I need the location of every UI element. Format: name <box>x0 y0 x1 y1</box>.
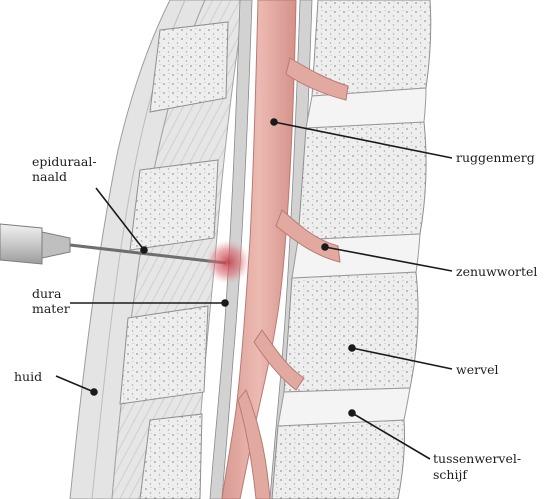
dot-wervel <box>349 345 355 351</box>
label-epiduraalnaald-line2: naald <box>32 169 67 184</box>
spinous-block-1 <box>150 22 228 112</box>
spinous-block-2 <box>130 160 218 250</box>
injection-site-glow <box>206 240 250 284</box>
spinous-block-3 <box>120 306 208 404</box>
dot-tussenwervelschijf <box>349 410 355 416</box>
label-tussenwervelschijf-line2: schijf <box>433 467 468 482</box>
dot-epiduraalnaald <box>141 247 147 253</box>
label-tussenwervelschijf-line1: tussenwervel- <box>433 451 521 466</box>
label-ruggenmerg: ruggenmerg <box>456 150 535 165</box>
dot-dura-mater <box>222 300 228 306</box>
label-zenuwwortel: zenuwwortel <box>456 264 537 279</box>
label-dura-mater-line1: dura <box>32 286 62 301</box>
label-huid: huid <box>14 369 42 384</box>
disc-3 <box>278 388 410 426</box>
dot-huid <box>91 389 97 395</box>
label-dura-mater-line2: mater <box>32 301 70 316</box>
label-epiduraalnaald-line1: epiduraal- <box>32 154 97 169</box>
dot-zenuwwortel <box>322 244 328 250</box>
syringe-hub <box>42 232 70 258</box>
syringe-barrel <box>0 224 42 264</box>
dot-ruggenmerg <box>271 119 277 125</box>
spinous-block-4 <box>140 414 202 499</box>
label-wervel: wervel <box>456 362 499 377</box>
vertebral-body-3 <box>284 272 418 392</box>
anatomy-illustration <box>0 0 431 499</box>
